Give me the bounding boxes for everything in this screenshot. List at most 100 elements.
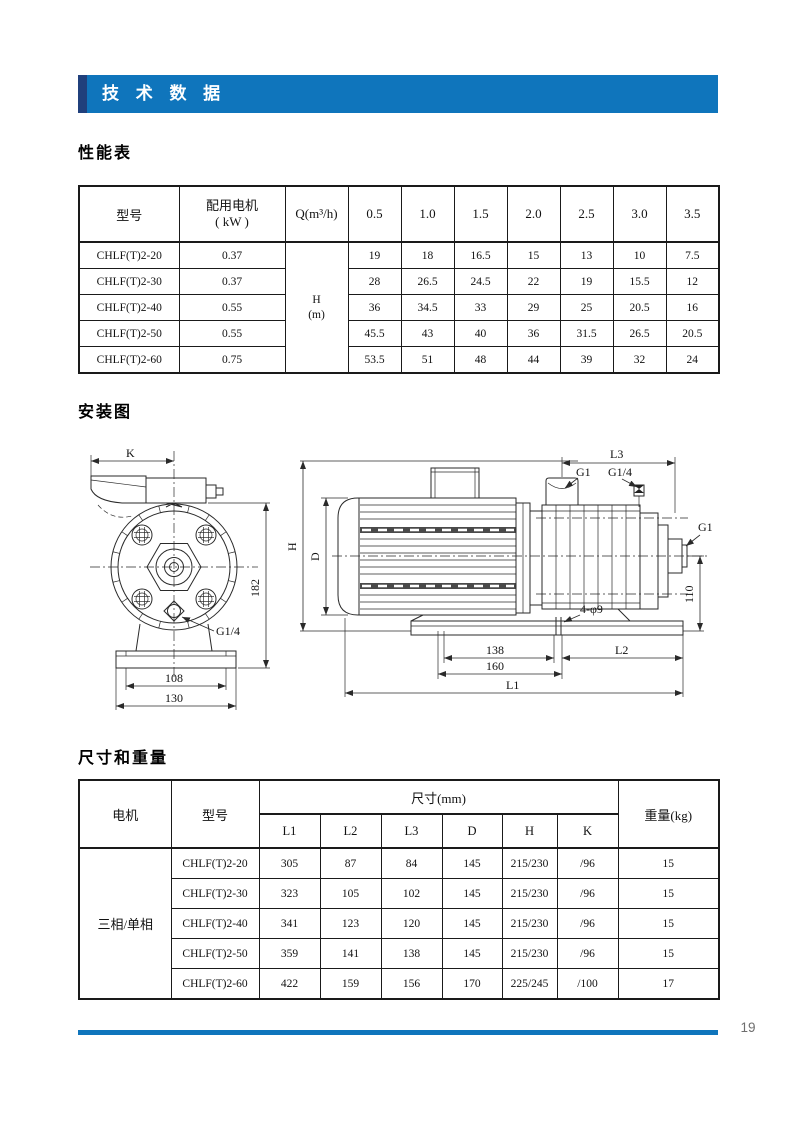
cell-head: 15.5 — [612, 268, 667, 295]
th-motor-power: 配用电机 ( kW ) — [178, 185, 286, 243]
dim-h-label: H — [288, 542, 299, 551]
cell-dim: 145 — [441, 908, 503, 939]
cell-dim: 323 — [258, 878, 321, 909]
cell-power: 0.55 — [178, 320, 286, 347]
table-row: CHLF(T)2-30 0.37 28 26.5 24.5 22 19 15.5… — [78, 268, 720, 295]
cell-head: 24.5 — [453, 268, 508, 295]
cell-dim: 145 — [441, 938, 503, 969]
th-model: 型号 — [78, 185, 180, 243]
cell-head: 7.5 — [665, 241, 720, 269]
cell-head: 26.5 — [400, 268, 455, 295]
cell-power: 0.75 — [178, 346, 286, 374]
footer-rule — [78, 1030, 718, 1035]
cell-dim: 215/230 — [501, 938, 558, 969]
cell-dim: 84 — [380, 847, 443, 879]
cell-model: CHLF(T)2-30 — [78, 268, 180, 295]
cell-dim: 170 — [441, 968, 503, 1000]
th-flow-point: 2.0 — [506, 185, 561, 243]
th-flow-point: 2.5 — [559, 185, 614, 243]
cell-head: 53.5 — [347, 346, 402, 374]
th-dims-group: 尺寸(mm) — [258, 779, 619, 815]
cell-model: CHLF(T)2-40 — [78, 294, 180, 321]
th-dim: L3 — [380, 813, 443, 849]
th-motor: 电机 — [78, 779, 172, 849]
installation-heading: 安装图 — [78, 404, 133, 421]
cell-head: 48 — [453, 346, 508, 374]
cell-dim: 305 — [258, 847, 321, 879]
side-view-drawing: H D L3 G1 G1/4 G1 110 4-φ9 — [288, 447, 713, 697]
cell-model: CHLF(T)2-20 — [170, 847, 260, 879]
cell-head: 31.5 — [559, 320, 614, 347]
th-dim: L1 — [258, 813, 321, 849]
dim-108-label: 108 — [165, 671, 183, 685]
th-model: 型号 — [170, 779, 260, 849]
cell-head: 39 — [559, 346, 614, 374]
cell-head: 19 — [559, 268, 614, 295]
dim-l1-label: L1 — [506, 678, 519, 692]
dim-g14-top-label: G1/4 — [608, 465, 632, 479]
cell-head: 26.5 — [612, 320, 667, 347]
th-flow-point: 3.5 — [665, 185, 720, 243]
cell-dim: 138 — [380, 938, 443, 969]
dim-g1-top-label: G1 — [576, 465, 591, 479]
dim-160-label: 160 — [486, 659, 504, 673]
cell-head: 51 — [400, 346, 455, 374]
cell-head: 20.5 — [612, 294, 667, 321]
cell-head: 22 — [506, 268, 561, 295]
th-flow-point: 1.5 — [453, 185, 508, 243]
table-row: CHLF(T)2-40 0.55 36 34.5 33 29 25 20.5 1… — [78, 294, 720, 321]
cell-head: 15 — [506, 241, 561, 269]
table-row: CHLF(T)2-60 0.75 53.5 51 48 44 39 32 24 — [78, 346, 720, 374]
cell-head: 16.5 — [453, 241, 508, 269]
cell-dim: 87 — [319, 847, 382, 879]
cell-dim: 145 — [441, 878, 503, 909]
cell-head: 32 — [612, 346, 667, 374]
cell-model: CHLF(T)2-50 — [170, 938, 260, 969]
cell-weight: 15 — [617, 847, 720, 879]
cell-dim: 341 — [258, 908, 321, 939]
cell-head: 19 — [347, 241, 402, 269]
cell-model: CHLF(T)2-40 — [170, 908, 260, 939]
cell-dim: 422 — [258, 968, 321, 1000]
dimensions-table: 电机 型号 尺寸(mm) 重量(kg) L1 L2 L3 D H K 三相/单相… — [78, 779, 721, 1000]
cell-dim: 123 — [319, 908, 382, 939]
title-bar-accent-block — [78, 75, 87, 113]
cell-head-unit: H (m) — [284, 241, 349, 374]
cell-dim: /100 — [556, 968, 619, 1000]
cell-model: CHLF(T)2-50 — [78, 320, 180, 347]
cell-model: CHLF(T)2-20 — [78, 241, 180, 269]
cell-head: 28 — [347, 268, 402, 295]
cell-head: 16 — [665, 294, 720, 321]
dim-l3-label: L3 — [610, 447, 623, 461]
dim-holes-label: 4-φ9 — [580, 602, 603, 616]
dim-g14-label: G1/4 — [216, 624, 240, 638]
performance-heading: 性能表 — [78, 145, 133, 162]
dim-d-label: D — [308, 552, 322, 561]
bolt-bosses — [131, 524, 217, 610]
cell-dim: 105 — [319, 878, 382, 909]
installation-drawings: K — [78, 443, 728, 725]
table-row: CHLF(T)2-40 341 123 120 145 215/230 /96 … — [79, 908, 720, 939]
cell-dim: /96 — [556, 938, 619, 969]
cell-head: 34.5 — [400, 294, 455, 321]
cell-weight: 15 — [617, 878, 720, 909]
performance-table: 型号 配用电机 ( kW ) Q(m³/h) 0.5 1.0 1.5 2.0 2… — [78, 185, 720, 374]
cell-head: 45.5 — [347, 320, 402, 347]
dim-l2-label: L2 — [615, 643, 628, 657]
cell-dim: 215/230 — [501, 878, 558, 909]
cell-head: 40 — [453, 320, 508, 347]
th-flow-point: 1.0 — [400, 185, 455, 243]
th-dim: D — [441, 813, 503, 849]
dim-182-label: 182 — [248, 579, 262, 597]
cell-dim: 120 — [380, 908, 443, 939]
cell-power: 0.55 — [178, 294, 286, 321]
cell-dim: 359 — [258, 938, 321, 969]
page-title: 技 术 数 据 — [87, 75, 718, 113]
cell-head: 20.5 — [665, 320, 720, 347]
dim-130-label: 130 — [165, 691, 183, 705]
table-row: CHLF(T)2-30 323 105 102 145 215/230 /96 … — [79, 878, 720, 909]
section-title-bar: 技 术 数 据 — [78, 75, 718, 113]
cell-dim: 159 — [319, 968, 382, 1000]
cell-dim: 215/230 — [501, 847, 558, 879]
